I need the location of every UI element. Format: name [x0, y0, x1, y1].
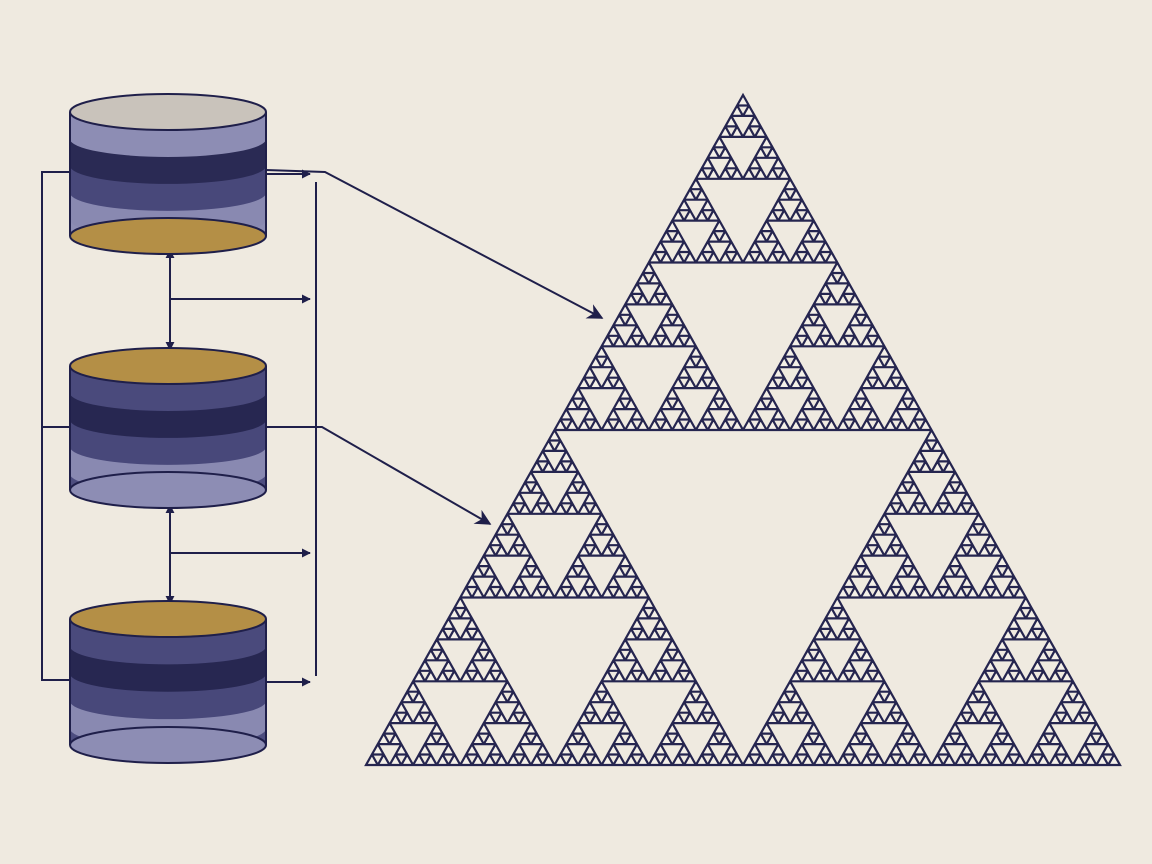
cylinder-top-cap	[69, 93, 267, 131]
arrow-to-fractal-lower	[266, 426, 492, 525]
cylinder-top	[69, 93, 267, 255]
sierpinski-triangle	[364, 92, 1122, 767]
cylinder-middle	[69, 347, 267, 509]
cylinder-stack	[69, 93, 267, 764]
cylinder-top-cap	[69, 600, 267, 638]
cylinder-bottom-cap	[69, 726, 267, 764]
cylinder-bottom-cap	[69, 471, 267, 509]
cylinder-bottom	[69, 600, 267, 764]
arrow-to-fractal-upper	[265, 169, 604, 319]
connector-lines	[41, 169, 604, 687]
cylinder-bottom-cap	[69, 217, 267, 255]
sierpinski-cells	[364, 92, 1122, 767]
cylinder-top-cap	[69, 347, 267, 385]
